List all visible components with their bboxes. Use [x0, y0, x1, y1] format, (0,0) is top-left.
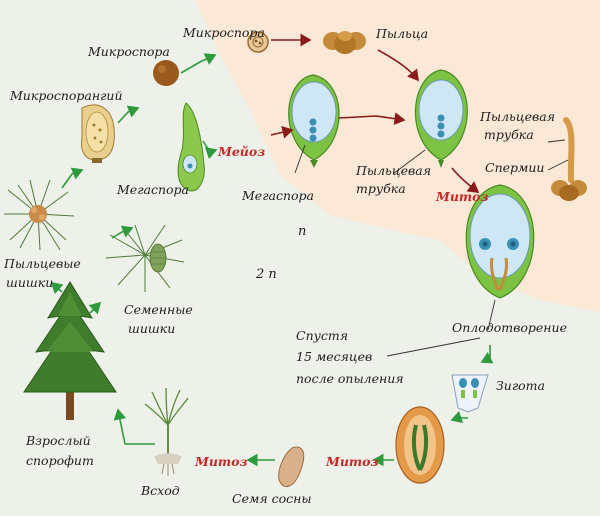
label-seed: Семя сосны [232, 491, 312, 506]
arrow-zygote [450, 410, 468, 424]
arrow-seedling-to-tree [113, 408, 155, 445]
label-after-1: Спустя [296, 328, 348, 343]
leader-pollen-tube-right [547, 139, 566, 143]
pollen-icon [323, 31, 366, 54]
label-after-2: 15 месяцев [296, 349, 372, 364]
label-adult-1: Взрослый [25, 433, 91, 448]
label-after-3: после опыления [296, 371, 404, 386]
label-microsporangium: Микроспорангий [9, 88, 123, 103]
arrow-microsporangium [117, 105, 140, 124]
pollen-tube-icon [551, 117, 587, 201]
leader-after [386, 337, 481, 357]
label-mitoz-right: Митоз [325, 454, 378, 469]
arrow-microspore [180, 53, 217, 74]
seed-cone-icon [105, 224, 185, 292]
label-vskhod: Всход [140, 483, 180, 498]
label-mitoz-top: Митоз [435, 189, 488, 204]
label-pollen-tube-right-2: трубка [484, 127, 534, 142]
label-seed-cones-1: Семенные [124, 302, 193, 317]
ovule-icon [465, 184, 535, 299]
label-zigota: Зигота [496, 378, 545, 393]
arrow-pollen-to-ovule [377, 49, 419, 82]
label-pollen-cones-1: Пыльцевые [3, 256, 81, 271]
arrow-mitosis-top [451, 167, 480, 193]
arrow-tree-to-pollen-cone [50, 281, 64, 295]
label-megaspora-center: Мегаспора [241, 188, 314, 203]
pollen-cone-icon [4, 179, 75, 251]
zygote-icon [451, 374, 489, 413]
arrow-tree-to-seed-cone [88, 301, 102, 315]
leader-megaspora [294, 144, 306, 174]
microsporangium-icon [81, 104, 115, 163]
label-diploid: 2 n [255, 267, 277, 282]
label-microspora-left: Микроспора [87, 44, 170, 59]
label-meyoz: Мейоз [217, 144, 265, 159]
megaspore-icon [177, 102, 205, 192]
arrow-pollen-cone [61, 167, 84, 189]
label-spermii: Спермии [485, 160, 544, 175]
label-microspora-top: Микроспора [182, 25, 265, 40]
arrow-ovule-to-ovule [338, 112, 406, 125]
pine-tree-icon [23, 281, 117, 420]
label-pollen-tube-right-1: Пыльцевая [479, 109, 555, 124]
leader-spermii [547, 159, 569, 171]
microspore-icon [153, 60, 179, 86]
leader-fertilization [487, 299, 496, 331]
seedling-icon [144, 387, 189, 476]
microspore-section-icon [247, 31, 269, 53]
label-mitoz-left: Митоз [194, 454, 247, 469]
label-adult-2: спорофит [26, 453, 94, 468]
arrow-meiosis-to-megaspore [270, 125, 294, 139]
arrow-megaspore [202, 140, 218, 160]
label-haploid: n [298, 224, 306, 239]
label-pollen-cones-2: шишки [6, 275, 53, 290]
ovule-icon [414, 69, 468, 168]
label-pollen-tube-mid-2: трубка [356, 181, 406, 196]
label-pollen-tube-mid-1: Пыльцевая [355, 163, 431, 178]
ovule-icon [288, 74, 340, 168]
leader-pollen-tube-mid [392, 149, 426, 175]
label-seed-cones-2: шишки [128, 321, 175, 336]
pine-seed-icon [278, 446, 305, 488]
label-pyltsa: Пыльца [375, 26, 428, 41]
embryo-seed-icon [395, 406, 445, 484]
arrow-seed-cone [111, 225, 134, 239]
label-oplodotvorenie: Оплодотворение [452, 320, 567, 335]
arrow-fertilization [480, 345, 494, 364]
label-megaspora-left: Мегаспора [116, 182, 189, 197]
